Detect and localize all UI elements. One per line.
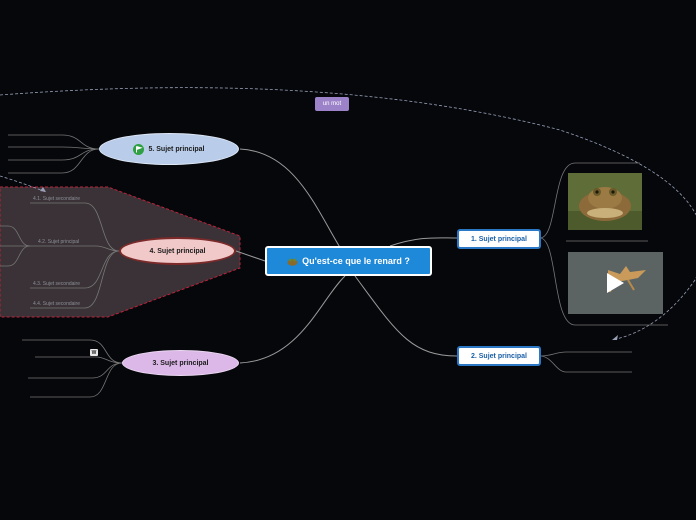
t4-branch-3 <box>30 250 120 289</box>
central-topic[interactable]: Qu'est-ce que le renard ? <box>265 246 432 276</box>
topic-4-sub-2[interactable]: 4.2. Sujet principal <box>38 239 80 245</box>
topic-4-label: 4. Sujet principal <box>149 247 206 255</box>
t5-branch-3 <box>8 148 100 161</box>
t2-branch-b <box>539 355 632 373</box>
relationship-arrow-left <box>40 187 46 192</box>
topic-3-label: 3. Sujet principal <box>152 359 209 367</box>
t5-branch-4 <box>8 148 100 174</box>
topic-5[interactable]: 5. Sujet principal <box>99 133 239 165</box>
t4-branch-2 <box>30 245 120 252</box>
t3-branch-1 <box>22 339 123 364</box>
t4-branch-4 <box>30 250 120 309</box>
play-icon[interactable] <box>605 272 625 294</box>
toad-photo-art <box>568 173 642 230</box>
t4-branch-1 <box>30 202 120 252</box>
t5-branch-1 <box>8 134 100 150</box>
central-topic-label: Qu'est-ce que le renard ? <box>302 256 410 266</box>
connector-t4 <box>235 250 266 262</box>
topic-4-sub-1[interactable]: 4.1. Sujet secondaire <box>33 196 80 202</box>
topic-3[interactable]: 3. Sujet principal <box>122 350 239 376</box>
t2-branch-a <box>539 351 632 357</box>
relationship-label[interactable]: un mot <box>315 97 349 111</box>
connector-t5 <box>239 148 349 261</box>
topic-1-label: 1. Sujet principal <box>470 235 527 243</box>
t3-branch-2 <box>35 356 123 364</box>
topic-4-sub-4[interactable]: 4.4. Sujet secondaire <box>33 301 80 307</box>
topic-2[interactable]: 2. Sujet principal <box>457 346 541 366</box>
connector-t2 <box>354 275 458 357</box>
toad-icon <box>287 257 298 266</box>
green-flag-icon <box>133 143 145 155</box>
topic-2-label: 2. Sujet principal <box>470 352 527 360</box>
topic-5-label: 5. Sujet principal <box>148 145 205 153</box>
t5-branch-2 <box>8 146 100 150</box>
topic-4-sub-3[interactable]: 4.3. Sujet secondaire <box>33 281 80 287</box>
relationship-arrow-right <box>612 335 618 340</box>
toad-photo[interactable] <box>568 173 642 230</box>
topic-4[interactable]: 4. Sujet principal <box>119 237 236 265</box>
connector-t3 <box>239 275 346 364</box>
relationship-curve[interactable] <box>0 87 696 341</box>
t4-sub2-fan-1 <box>0 225 31 247</box>
t4-sub2-fan-3 <box>0 245 31 267</box>
topic-1[interactable]: 1. Sujet principal <box>457 229 541 249</box>
relationship-curve-left <box>0 175 47 193</box>
t3-branch-4 <box>30 362 123 398</box>
connector-t1 <box>389 237 458 247</box>
wikipedia-icon[interactable]: W <box>90 349 98 356</box>
t1-branch-image1 <box>539 162 640 239</box>
toad-video-thumbnail[interactable] <box>568 252 663 314</box>
